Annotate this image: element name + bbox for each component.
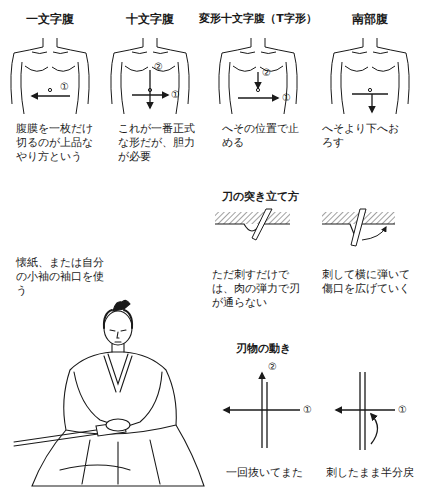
- cut-arrow: [149, 70, 150, 108]
- torso-figure: [331, 38, 409, 114]
- description-text: 一回抜いてまた: [226, 466, 303, 480]
- panel-heading: 十文字腹: [126, 12, 174, 28]
- callout-number: ①: [282, 91, 291, 104]
- blade: [351, 209, 366, 246]
- cut-arrow: [238, 97, 278, 98]
- panel-heading: 一文字腹: [26, 12, 74, 28]
- face: [110, 330, 126, 342]
- hands: [106, 419, 130, 431]
- torso-figure: [11, 38, 89, 114]
- callout-number: ②: [268, 360, 277, 373]
- stab-figure: [322, 209, 395, 246]
- head: [104, 311, 132, 345]
- motion-figure: [336, 372, 395, 450]
- flick-arrow: [362, 227, 386, 240]
- torso-figure: [219, 38, 297, 114]
- stab-figure: [215, 209, 290, 240]
- description-text: へそより下へおろす: [322, 122, 400, 150]
- description-text: 刺したまま半分戻: [326, 466, 414, 480]
- note-text: 懐紙、または自分の小袖の袖口を使う: [16, 256, 114, 298]
- description-text: ただ刺すだけでは、肉の弾力で刃が通らない: [212, 268, 310, 310]
- description-text: へその位置で止める: [222, 122, 300, 150]
- panel-heading: 南部腹: [352, 12, 388, 28]
- blade-line: [266, 382, 267, 448]
- kimono: [64, 352, 177, 434]
- skin-surface: [215, 224, 290, 231]
- section-heading: 刃物の動き: [236, 342, 291, 357]
- description-text: 腹膜を一枚だけ切るのが上品なやり方という: [16, 122, 94, 164]
- topknot: [113, 300, 130, 311]
- callout-number: ②: [262, 66, 271, 79]
- callout-number: ①: [303, 403, 312, 416]
- motion-arrow: [261, 373, 262, 448]
- callout-number: ①: [60, 80, 69, 93]
- return-arrow: [371, 414, 378, 444]
- description-text: これが一番正式な形だが、胆力が必要: [118, 122, 196, 164]
- panel-heading: 変形十文字腹（T字形）: [199, 12, 317, 27]
- cut-arrow: [257, 72, 258, 88]
- section-heading: 刀の突き立て方: [222, 190, 299, 205]
- cut-arrow: [32, 95, 70, 96]
- callout-number: ①: [398, 403, 407, 416]
- cut-lines: [32, 70, 388, 112]
- collar: [104, 354, 132, 392]
- callout-number: ②: [154, 60, 163, 73]
- blade: [252, 209, 272, 240]
- blade-line: [360, 372, 365, 450]
- torso-figure: [111, 38, 189, 114]
- side-hair: [104, 310, 132, 328]
- motion-figure: [224, 373, 300, 448]
- arms: [74, 372, 162, 426]
- hakama-folds: [60, 440, 160, 484]
- flesh-hatching: [215, 212, 290, 224]
- cut-line: [352, 93, 388, 94]
- description-text: 刺して横に弾いて傷口を広げていく: [322, 268, 410, 296]
- cut-arrow: [371, 94, 372, 112]
- samurai-figure: [14, 300, 204, 486]
- callout-number: ①: [171, 88, 180, 101]
